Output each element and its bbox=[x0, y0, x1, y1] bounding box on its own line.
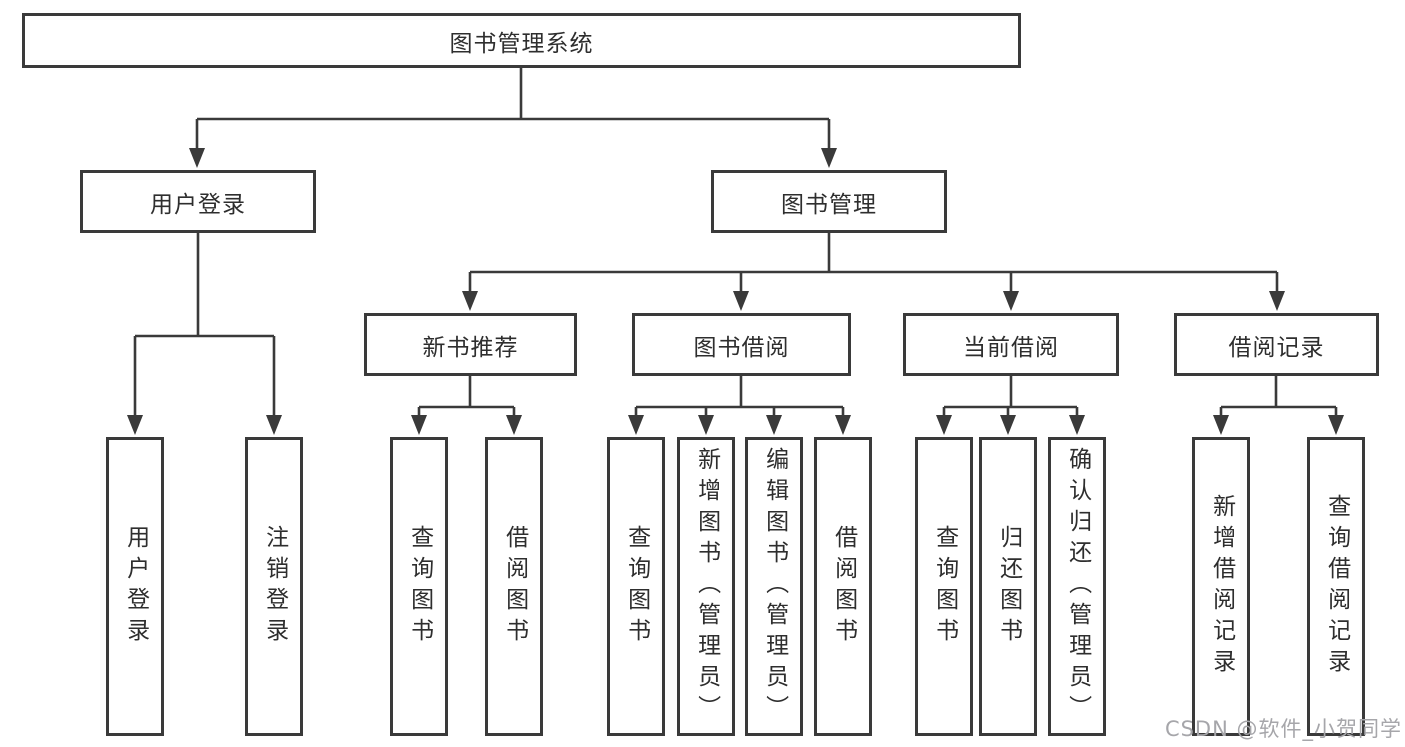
connector-borrowing-records-to-leaves bbox=[1213, 376, 1344, 435]
node-user-login: 用户登录 bbox=[80, 170, 316, 233]
connector-current-borrowing-to-leaves bbox=[936, 376, 1085, 435]
node-user-login-leaf: 用户登录 bbox=[106, 437, 164, 736]
node-edit-books-admin: 编辑图书（管理员） bbox=[745, 437, 803, 736]
connector-root-to-level2 bbox=[189, 68, 837, 168]
connector-book-management-to-level3 bbox=[462, 233, 1285, 311]
node-return-books: 归还图书 bbox=[979, 437, 1037, 736]
node-query-books-borrowing: 查询图书 bbox=[607, 437, 665, 736]
node-confirm-return-admin: 确认归还（管理员） bbox=[1048, 437, 1106, 736]
node-query-borrowing-record: 查询借阅记录 bbox=[1307, 437, 1365, 736]
connector-user-login-to-leaves bbox=[127, 233, 282, 435]
node-borrow-books-recommendation: 借阅图书 bbox=[485, 437, 543, 736]
node-logout-login: 注销登录 bbox=[245, 437, 303, 736]
node-query-books-current: 查询图书 bbox=[915, 437, 973, 736]
connector-book-borrowing-to-leaves bbox=[628, 376, 851, 435]
node-borrow-books-borrowing: 借阅图书 bbox=[814, 437, 872, 736]
node-book-borrowing: 图书借阅 bbox=[632, 313, 851, 376]
connector-new-book-recommendation-to-leaves bbox=[411, 376, 522, 435]
node-borrowing-records: 借阅记录 bbox=[1174, 313, 1379, 376]
node-current-borrowing: 当前借阅 bbox=[903, 313, 1119, 376]
watermark: CSDN @软件_小贺同学 bbox=[1164, 717, 1402, 741]
node-add-borrowing-record: 新增借阅记录 bbox=[1192, 437, 1250, 736]
node-book-management: 图书管理 bbox=[711, 170, 947, 233]
node-new-book-recommendation: 新书推荐 bbox=[364, 313, 577, 376]
node-add-books-admin: 新增图书（管理员） bbox=[677, 437, 735, 736]
node-query-books-recommendation: 查询图书 bbox=[390, 437, 448, 736]
node-library-management-system: 图书管理系统 bbox=[22, 13, 1021, 68]
